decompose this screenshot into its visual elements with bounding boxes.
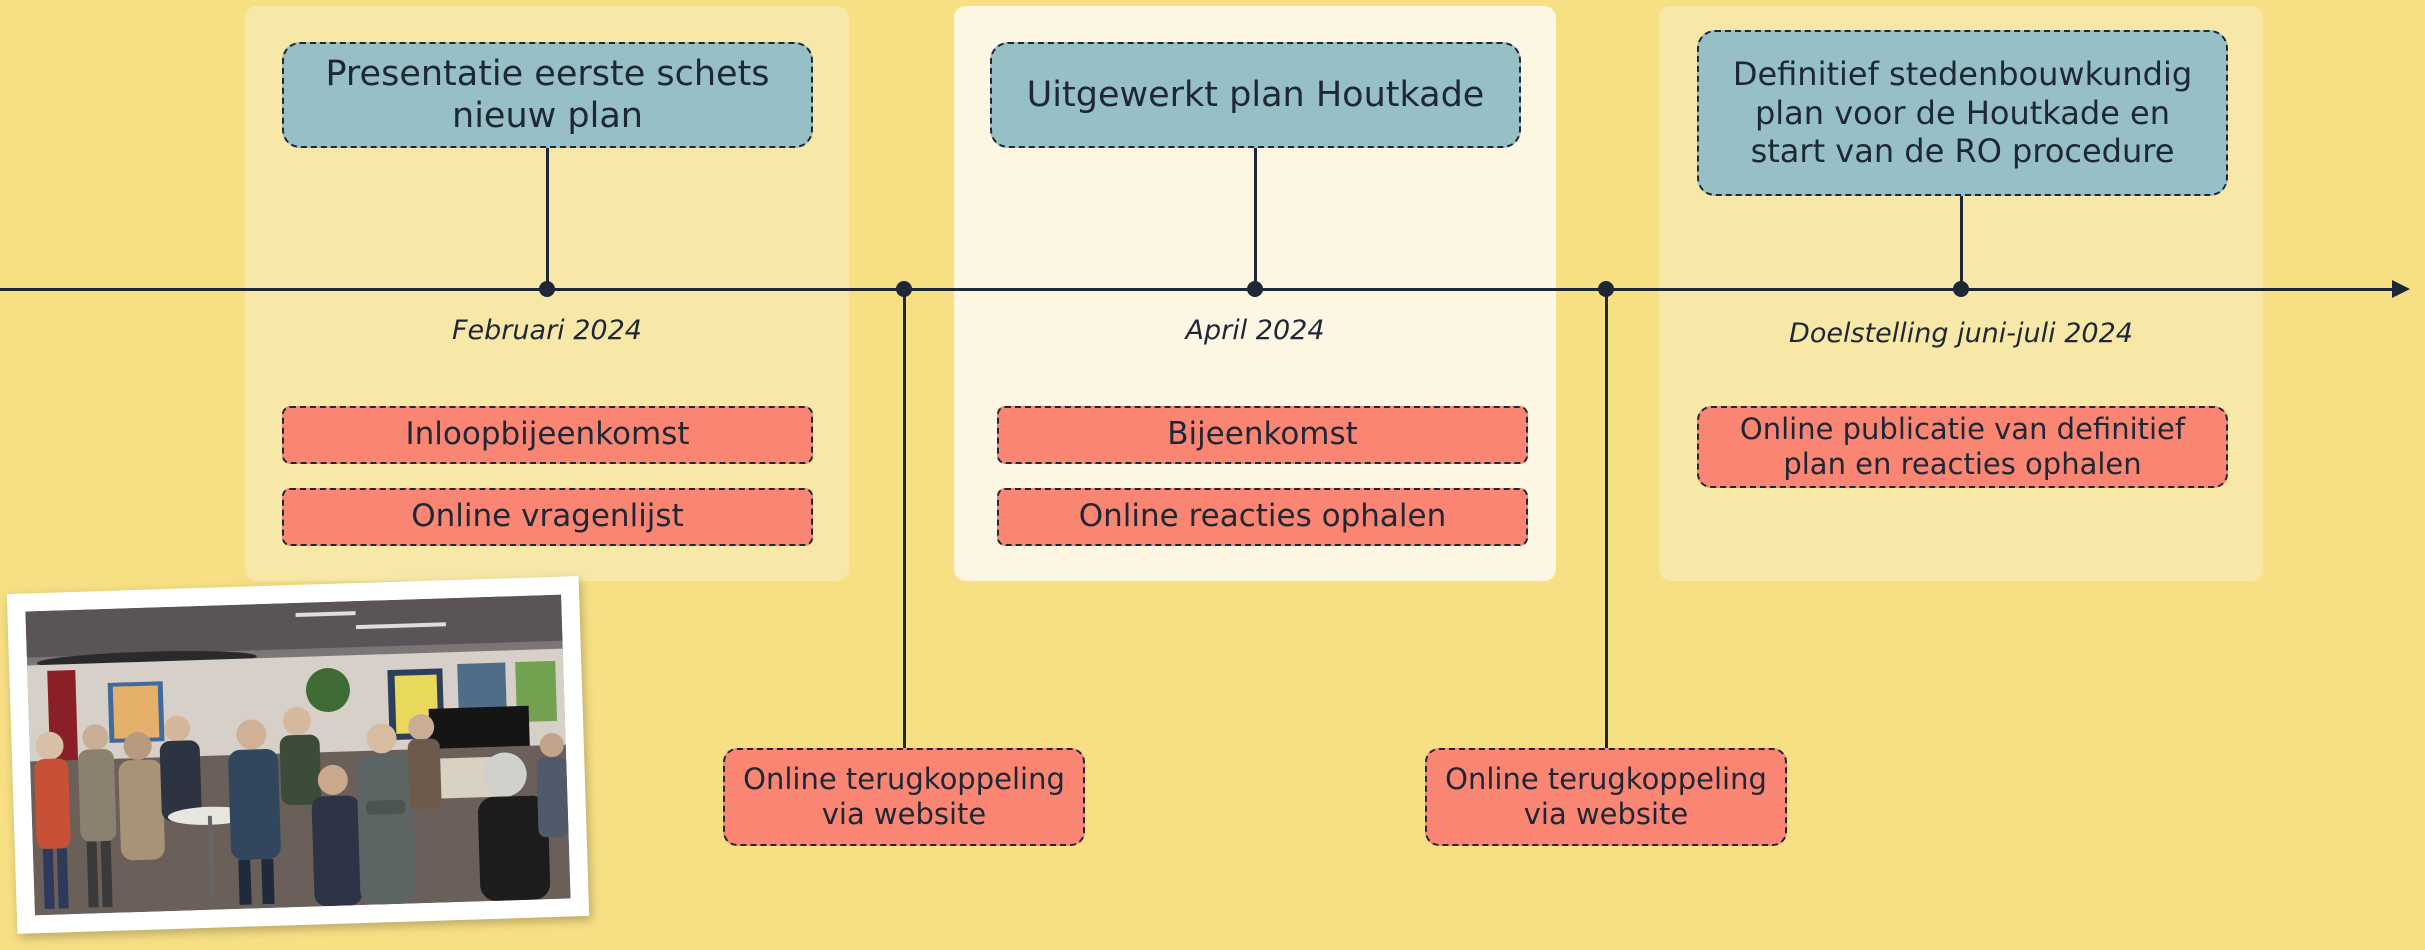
connector-feedback-2 [1605,290,1608,750]
date-label-june-july: Doelstelling juni-juli 2024 [1789,318,2133,349]
plan-box-april: Uitgewerkt plan Houtkade [990,42,1521,148]
milestone-dot-feedback-2 [1598,281,1614,297]
connector-april [1254,146,1257,290]
connector-june-july [1960,194,1963,290]
timeline-arrow-icon [2392,280,2410,298]
connector-feedback-1 [903,290,906,750]
activity-box: Bijeenkomst [997,406,1528,464]
milestone-dot-feedback-1 [896,281,912,297]
milestone-dot-february [539,281,555,297]
milestone-dot-april [1247,281,1263,297]
connector-february [546,146,549,290]
feedback-box: Online terugkoppeling via website [1425,748,1787,846]
activity-box: Inloopbijeenkomst [282,406,813,464]
event-photo [6,576,590,934]
date-label-february: Februari 2024 [452,315,642,346]
activity-box: Online reacties ophalen [997,488,1528,546]
milestone-dot-june-july [1953,281,1969,297]
event-photo-image [25,594,571,916]
plan-box-february: Presentatie eerste schets nieuw plan [282,42,813,148]
date-label-april: April 2024 [1185,315,1325,346]
timeline-axis [0,288,2395,291]
activity-box: Online vragenlijst [282,488,813,546]
plan-box-june-july: Definitief stedenbouwkundig plan voor de… [1697,30,2228,196]
activity-box: Online publicatie van definitief plan en… [1697,406,2228,488]
feedback-box: Online terugkoppeling via website [723,748,1085,846]
